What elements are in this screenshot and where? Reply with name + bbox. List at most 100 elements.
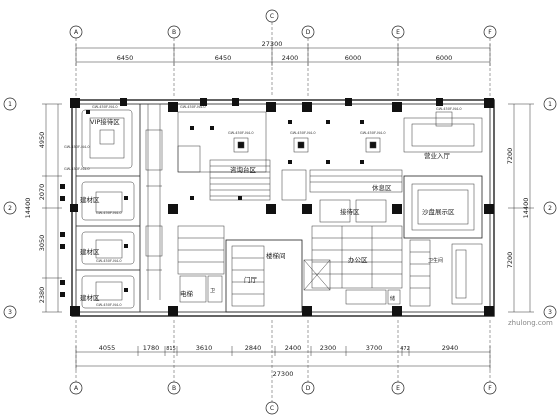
right-dimension-chain: 7200 7200 14400 — [506, 103, 534, 313]
room-label-elevator: 电梯 — [180, 289, 194, 298]
svg-text:2: 2 — [8, 205, 12, 212]
axis-bubble-top-d: D — [301, 25, 315, 96]
reception-office: 休息区 接待区 办公区 储 — [281, 169, 403, 305]
east-wing: 沙盘展示区 卫生间 — [403, 175, 483, 307]
axis-bubble-right-3: 3 — [543, 305, 557, 319]
right-axis-bubbles: 1 2 3 — [543, 97, 557, 319]
axis-bubble-bottom-c: C — [265, 320, 279, 415]
svg-text:GW-450F-N4-0: GW-450F-N4-0 — [92, 105, 118, 109]
left-dim-1: 4950 — [38, 132, 46, 149]
svg-text:3: 3 — [8, 309, 12, 316]
axis-bubble-bottom-a: A — [69, 320, 83, 395]
svg-text:1: 1 — [548, 101, 552, 108]
room-label-lounge: 休息区 — [372, 183, 392, 192]
bottom-axis-bubbles: A B C D E F — [69, 320, 497, 415]
right-dim-2: 7200 — [506, 252, 514, 269]
bottom-dim-7: 2300 — [320, 344, 337, 352]
svg-text:GW-450F-N4-0: GW-450F-N4-0 — [180, 105, 206, 109]
svg-text:GW-450F-N4-0: GW-450F-N4-0 — [360, 131, 386, 135]
room-label-toilet: 卫 — [210, 288, 215, 294]
axis-bubble-top-e: E — [391, 25, 405, 96]
svg-text:B: B — [172, 29, 176, 36]
bottom-dim-5: 2840 — [245, 344, 262, 352]
top-axis-bubbles: A B C D E F — [69, 9, 497, 96]
bottom-dim-6: 2400 — [285, 344, 302, 352]
bottom-dimension-chain: 4055 1780 815 3610 2840 2400 2300 3700 4… — [75, 344, 491, 378]
top-dim-2: 6450 — [215, 54, 232, 62]
top-dim-3: 2400 — [282, 54, 299, 62]
axis-bubble-right-2: 2 — [543, 201, 557, 215]
svg-text:C: C — [270, 13, 274, 20]
svg-text:E: E — [396, 29, 400, 36]
room-label-side: 卫生间 — [428, 257, 443, 264]
room-label-office: 办公区 — [348, 255, 368, 264]
left-total-dim: 14400 — [24, 198, 32, 219]
left-dimension-chain: 4950 2070 3050 2380 14400 — [24, 103, 62, 313]
room-label-vip: VIP接待区 — [90, 117, 120, 126]
svg-text:3: 3 — [548, 309, 552, 316]
axis-bubble-left-1: 1 — [3, 97, 17, 111]
svg-text:A: A — [74, 385, 79, 392]
axis-bubble-top-a: A — [69, 25, 83, 96]
top-dimension-chain: 27300 6450 6450 2400 6000 6000 — [75, 40, 491, 66]
room-label-consult: 咨询台区 — [230, 165, 257, 174]
svg-text:GW-450F-N4-0: GW-450F-N4-0 — [64, 145, 90, 149]
bottom-total-dim: 27300 — [273, 370, 294, 378]
svg-text:F: F — [488, 29, 492, 36]
corridor-ducts — [145, 104, 201, 300]
bottom-dim-2: 1780 — [143, 344, 160, 352]
svg-text:A: A — [74, 29, 79, 36]
bottom-dim-1: 4055 — [99, 344, 116, 352]
left-dim-2: 2070 — [38, 184, 46, 201]
axis-bubble-top-b: B — [167, 25, 181, 96]
entrance-area: 营业入厅 GW-450F-N4-0 — [403, 107, 483, 160]
left-axis-bubbles: 1 2 3 — [3, 97, 17, 319]
svg-text:1: 1 — [8, 101, 12, 108]
svg-text:GW-450F-N4-0: GW-450F-N4-0 — [228, 131, 254, 135]
bottom-dim-4: 3610 — [196, 344, 213, 352]
room-label-stor: 储 — [390, 295, 395, 302]
svg-text:2: 2 — [548, 205, 552, 212]
left-wing: VIP接待区 建材区 建材区 建材区 GW-450F-N4-0 GW-450F-… — [60, 104, 141, 312]
svg-text:GW-450F-N4-0: GW-450F-N4-0 — [436, 107, 462, 111]
right-dim-1: 7200 — [506, 148, 514, 165]
room-label-material-2: 建材区 — [80, 247, 100, 256]
svg-text:B: B — [172, 385, 176, 392]
axis-bubble-right-1: 1 — [543, 97, 557, 111]
room-label-lobby: 门厅 — [244, 275, 258, 284]
axis-bubble-bottom-e: E — [391, 320, 405, 395]
svg-text:D: D — [306, 29, 311, 36]
svg-text:GW-450F-N4-0: GW-450F-N4-0 — [290, 131, 316, 135]
room-label-clerk: 接待区 — [340, 207, 360, 216]
axis-bubble-left-2: 2 — [3, 201, 17, 215]
svg-text:F: F — [488, 385, 492, 392]
structural-columns — [70, 98, 494, 316]
svg-text:GW-450F-N4-0: GW-450F-N4-0 — [96, 259, 122, 263]
svg-text:GW-450F-N4-0: GW-450F-N4-0 — [96, 303, 122, 307]
bottom-dim-9: 472 — [400, 346, 410, 352]
svg-text:E: E — [396, 385, 400, 392]
svg-text:GW-450F-N4-0: GW-450F-N4-0 — [96, 211, 122, 215]
left-dim-3: 3050 — [38, 235, 46, 252]
right-total-dim: 14400 — [522, 198, 530, 219]
top-dim-4: 6000 — [345, 54, 362, 62]
left-dim-4: 2380 — [38, 287, 46, 304]
axis-bubble-bottom-b: B — [167, 320, 181, 395]
bottom-dim-10: 2940 — [442, 344, 459, 352]
svg-text:C: C — [270, 405, 274, 412]
top-dim-1: 6450 — [117, 54, 134, 62]
axis-bubble-top-c: C — [265, 9, 279, 96]
core-area: 楼梯间 门厅 电梯 卫 — [177, 225, 331, 313]
middle-hall: 咨询台区 GW-450F-N4-0 GW-450F-N4-0 GW-450F-N… — [177, 105, 386, 201]
svg-text:GW-450F-N4-0: GW-450F-N4-0 — [64, 167, 90, 171]
svg-text:D: D — [306, 385, 311, 392]
watermark: zhulong.com — [508, 319, 553, 327]
axis-bubble-bottom-f: F — [483, 320, 497, 395]
room-label-material-1: 建材区 — [80, 195, 100, 204]
bottom-dim-8: 3700 — [366, 344, 383, 352]
axis-bubble-top-f: F — [483, 25, 497, 96]
top-dim-5: 6000 — [436, 54, 453, 62]
room-label-material-3: 建材区 — [80, 293, 100, 302]
bottom-dim-3: 815 — [166, 346, 176, 352]
